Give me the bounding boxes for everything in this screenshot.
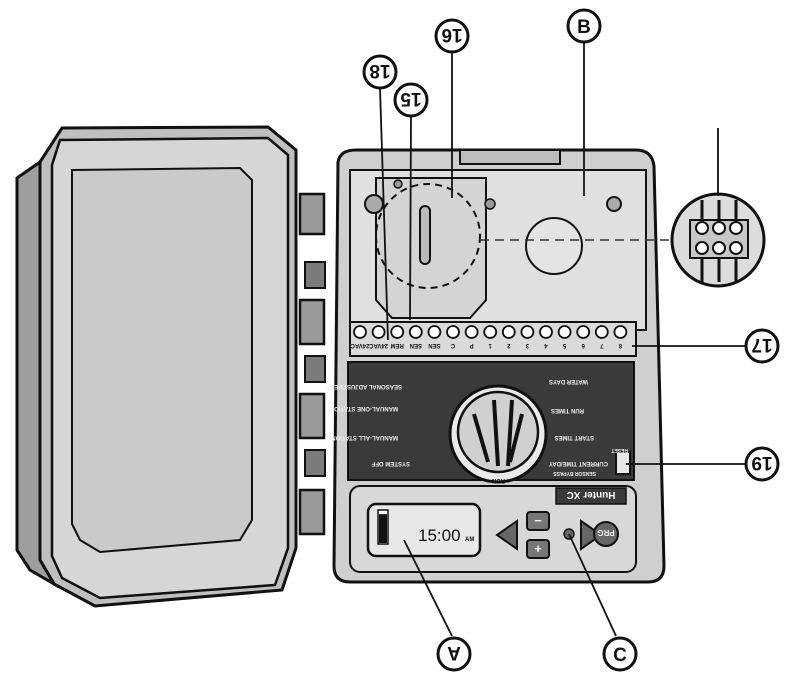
terminal-zoom-inset (670, 192, 766, 288)
brand-logo-text: Hunter XC (567, 489, 616, 500)
label-start-times: START TIMES (554, 434, 594, 440)
terminal-label: 8 (618, 342, 622, 348)
right-arrow-button[interactable] (580, 519, 603, 551)
terminal-label: REM (391, 342, 404, 348)
knockout (525, 217, 583, 275)
terminal-screw[interactable] (539, 325, 553, 339)
callout-b-label: B (577, 17, 591, 38)
plus-button-label: + (534, 541, 542, 556)
callout-18-label: 18 (369, 60, 390, 81)
label-run-times: RUN TIMES (551, 407, 584, 413)
terminal-label: 24VAC (368, 342, 388, 348)
callout-17: 17 (744, 328, 780, 364)
callout-15: 15 (393, 82, 429, 118)
terminal-label: 5 (562, 342, 566, 348)
lcd-display (366, 502, 482, 558)
control-dial[interactable] (456, 390, 540, 474)
terminal-label: 7 (599, 342, 603, 348)
terminal-screw[interactable] (576, 325, 591, 339)
dial-panel: SEASONAL ADJUSTMENT MANUAL-ONE STATION M… (326, 361, 635, 484)
terminal-label: 2 (506, 342, 510, 348)
callout-16-label: 16 (441, 24, 462, 45)
label-seasonal-adjustment: SEASONAL ADJUSTMENT (326, 383, 402, 389)
reset-switch[interactable] (615, 451, 631, 475)
terminal-screw[interactable] (390, 325, 405, 339)
terminal-screw[interactable] (353, 325, 367, 339)
terminal-screw[interactable] (464, 325, 479, 339)
hinges (298, 192, 326, 536)
terminal-label: SEN (410, 342, 422, 348)
terminal-screw[interactable] (427, 325, 442, 339)
terminal-label: SEN (428, 342, 440, 348)
battery-level-fill (379, 514, 387, 543)
callout-c-label: C (613, 645, 627, 666)
terminal-label: 4 (544, 342, 548, 348)
terminal-label: 1 (488, 342, 492, 348)
label-reset: RESET (611, 447, 628, 453)
label-run: RUN (492, 477, 505, 483)
terminal-screw[interactable] (483, 325, 498, 339)
mounting-hole-left (364, 194, 384, 214)
terminal-screw[interactable] (371, 325, 386, 339)
label-current-time-day: CURRENT TIME/DAY (549, 460, 608, 466)
faceplate: Hunter XC 15:00 AM − + PRG (349, 485, 637, 573)
callout-b: B (566, 8, 602, 44)
program-button-label: PRG (597, 528, 614, 537)
label-manual-all-stations: MANUAL-ALL STATIONS (327, 434, 398, 440)
display-time: 15:00 (418, 526, 461, 545)
door (15, 125, 298, 608)
plus-button[interactable] (526, 539, 550, 559)
battery-outline (375, 183, 481, 289)
label-manual-one-station: MANUAL-ONE STATION (330, 405, 398, 411)
mounting-hole-right (606, 196, 622, 212)
battery-slot (419, 205, 431, 265)
terminal-label: C (450, 342, 455, 348)
callout-16: 16 (434, 18, 470, 54)
terminal-label: 6 (581, 342, 585, 348)
program-button[interactable] (593, 521, 619, 547)
terminal-screw[interactable] (446, 325, 460, 339)
label-water-days: WATER DAYS (549, 378, 588, 384)
callout-a: A (436, 636, 472, 672)
terminal-screw[interactable] (501, 325, 516, 339)
label-system-off: SYSTEM OFF (371, 460, 410, 466)
callout-19-label: 19 (751, 452, 772, 473)
callout-c: C (602, 636, 638, 672)
callout-18: 18 (362, 54, 398, 90)
terminal-label: P (470, 342, 474, 348)
minus-button[interactable] (526, 511, 550, 531)
terminal-label: 24VAC (350, 342, 370, 348)
terminal-screw[interactable] (557, 325, 572, 339)
display-am-pm: AM (465, 537, 474, 543)
terminal-screw[interactable] (520, 325, 535, 339)
terminal-screw[interactable] (594, 325, 609, 339)
transformer-compartment (364, 177, 680, 319)
callout-a-label: A (447, 642, 461, 663)
callout-15-label: 15 (400, 88, 422, 109)
dial-right-labels: WATER DAYS RUN TIMES START TIMES CURRENT… (549, 378, 608, 466)
brand-badge (555, 487, 627, 505)
leader-lines (379, 42, 746, 637)
label-sensor-bypass: SENSOR BYPASS (553, 470, 596, 476)
terminal-label: 3 (525, 342, 529, 348)
dial-left-labels: SEASONAL ADJUSTMENT MANUAL-ONE STATION M… (326, 383, 410, 466)
callout-17-label: 17 (751, 334, 772, 355)
callout-19: 19 (744, 446, 780, 482)
terminal-screw[interactable] (613, 325, 628, 339)
minus-button-label: − (534, 513, 542, 528)
terminal-screw[interactable] (408, 325, 423, 339)
left-arrow-button[interactable] (495, 519, 518, 551)
